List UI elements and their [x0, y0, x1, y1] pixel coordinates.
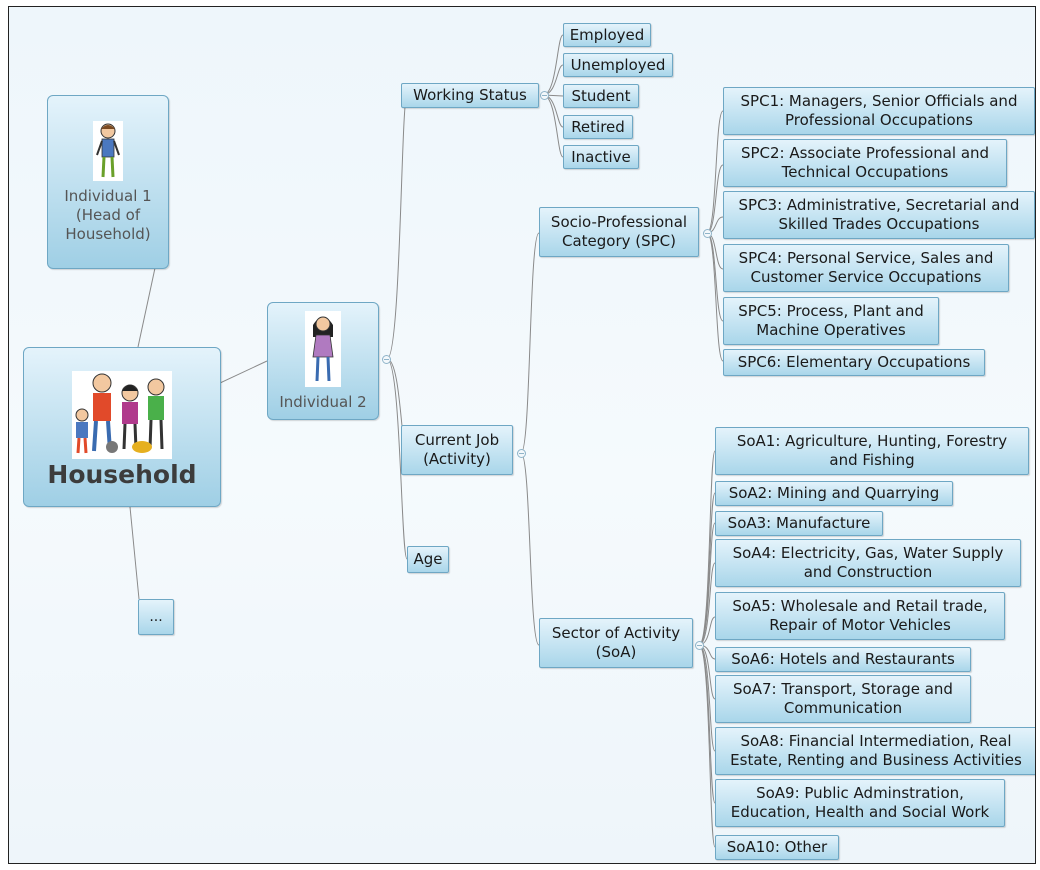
- option-retired[interactable]: Retired: [563, 115, 633, 139]
- soa-item-label: SoA3: Manufacture: [727, 514, 871, 532]
- option-label: Employed: [569, 25, 645, 44]
- soa-item-4[interactable]: SoA4: Electricity, Gas, Water Supply and…: [715, 539, 1021, 587]
- spc-group-label: Socio-Professional Category (SPC): [550, 213, 688, 250]
- collapse-toggle-working-status[interactable]: [540, 91, 549, 100]
- spc-item-label: SPC5: Process, Plant and Machine Operati…: [738, 302, 924, 339]
- spc-group-node[interactable]: Socio-Professional Category (SPC): [539, 207, 699, 257]
- soa-item-label: SoA7: Transport, Storage and Communicati…: [733, 680, 953, 717]
- mind-map-canvas: Individual 1 (Head of Household) Househo…: [8, 6, 1036, 864]
- option-inactive[interactable]: Inactive: [563, 145, 639, 169]
- age-node[interactable]: Age: [407, 546, 449, 573]
- soa-item-label: SoA1: Agriculture, Hunting, Forestry and…: [736, 432, 1008, 469]
- soa-item-label: SoA8: Financial Intermediation, Real Est…: [730, 732, 1022, 769]
- soa-item-6[interactable]: SoA6: Hotels and Restaurants: [715, 647, 971, 672]
- spc-item-1[interactable]: SPC1: Managers, Senior Officials and Pro…: [723, 87, 1035, 135]
- soa-item-label: SoA9: Public Adminstration, Education, H…: [730, 784, 990, 821]
- collapse-toggle-individual2[interactable]: [382, 355, 391, 364]
- spc-item-label: SPC1: Managers, Senior Officials and Pro…: [740, 92, 1018, 129]
- spc-item-4[interactable]: SPC4: Personal Service, Sales and Custom…: [723, 244, 1009, 292]
- spc-item-label: SPC3: Administrative, Secretarial and Sk…: [738, 196, 1020, 233]
- soa-item-8[interactable]: SoA8: Financial Intermediation, Real Est…: [715, 727, 1035, 775]
- option-student[interactable]: Student: [563, 84, 639, 108]
- option-label: Retired: [571, 117, 625, 136]
- soa-item-10[interactable]: SoA10: Other: [715, 835, 839, 860]
- spc-item-label: SPC2: Associate Professional and Technic…: [740, 144, 990, 181]
- household-root-node[interactable]: Household: [23, 347, 221, 507]
- working-status-label: Working Status: [413, 86, 527, 104]
- spc-item-label: SPC4: Personal Service, Sales and Custom…: [738, 249, 994, 286]
- spc-item-3[interactable]: SPC3: Administrative, Secretarial and Sk…: [723, 191, 1035, 239]
- soa-group-label: Sector of Activity (SoA): [551, 624, 681, 661]
- working-status-node[interactable]: Working Status: [401, 83, 539, 108]
- more-individuals-node[interactable]: ...: [138, 599, 174, 635]
- spc-item-label: SPC6: Elementary Occupations: [737, 353, 971, 371]
- individual-2-node[interactable]: Individual 2: [267, 302, 379, 420]
- soa-item-label: SoA2: Mining and Quarrying: [728, 484, 940, 502]
- current-job-node[interactable]: Current Job (Activity): [401, 425, 513, 475]
- soa-item-1[interactable]: SoA1: Agriculture, Hunting, Forestry and…: [715, 427, 1029, 475]
- option-label: Unemployed: [570, 55, 666, 74]
- connector-lines: [129, 34, 724, 848]
- collapse-toggle-spc[interactable]: [703, 229, 712, 238]
- soa-item-9[interactable]: SoA9: Public Adminstration, Education, H…: [715, 779, 1005, 827]
- soa-item-label: SoA5: Wholesale and Retail trade, Repair…: [732, 597, 988, 634]
- option-unemployed[interactable]: Unemployed: [563, 53, 673, 77]
- spc-item-6[interactable]: SPC6: Elementary Occupations: [723, 349, 985, 376]
- more-label: ...: [149, 608, 163, 625]
- age-label: Age: [413, 550, 443, 568]
- soa-item-label: SoA4: Electricity, Gas, Water Supply and…: [732, 544, 1004, 581]
- soa-item-label: SoA6: Hotels and Restaurants: [731, 650, 955, 668]
- individual-2-label: Individual 2: [279, 392, 367, 411]
- current-job-label: Current Job (Activity): [414, 431, 500, 468]
- spc-item-2[interactable]: SPC2: Associate Professional and Technic…: [723, 139, 1007, 187]
- option-label: Inactive: [571, 147, 631, 166]
- spc-item-5[interactable]: SPC5: Process, Plant and Machine Operati…: [723, 297, 939, 345]
- soa-group-node[interactable]: Sector of Activity (SoA): [539, 618, 693, 668]
- adult-woman-icon: [305, 310, 341, 387]
- individual-1-node[interactable]: Individual 1 (Head of Household): [47, 95, 169, 269]
- soa-item-3[interactable]: SoA3: Manufacture: [715, 511, 883, 536]
- soa-item-label: SoA10: Other: [726, 838, 828, 856]
- collapse-toggle-current-job[interactable]: [517, 449, 526, 458]
- option-employed[interactable]: Employed: [563, 23, 651, 47]
- soa-item-7[interactable]: SoA7: Transport, Storage and Communicati…: [715, 675, 971, 723]
- soa-item-2[interactable]: SoA2: Mining and Quarrying: [715, 481, 953, 506]
- option-label: Student: [571, 86, 631, 105]
- adult-man-icon: [93, 120, 123, 181]
- individual-1-label: Individual 1 (Head of Household): [64, 186, 152, 243]
- soa-item-5[interactable]: SoA5: Wholesale and Retail trade, Repair…: [715, 592, 1005, 640]
- collapse-toggle-soa[interactable]: [695, 641, 704, 650]
- household-label: Household: [47, 459, 197, 489]
- family-icon: [72, 370, 172, 459]
